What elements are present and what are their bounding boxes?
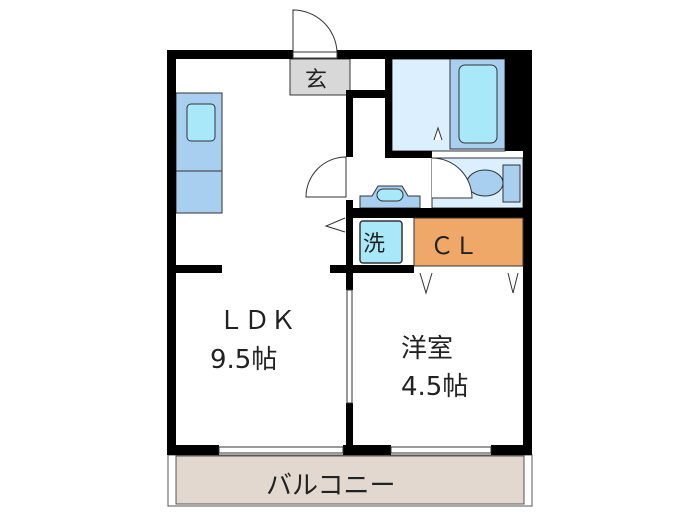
washbasin-bowl xyxy=(376,188,404,202)
entrance-area xyxy=(289,58,351,96)
walls xyxy=(167,50,532,455)
window-ldk xyxy=(218,446,344,454)
window-western xyxy=(390,446,492,454)
balcony-floor xyxy=(175,455,525,505)
kitchen-sink xyxy=(186,103,216,142)
closet xyxy=(413,217,524,267)
hall-door-swing xyxy=(305,156,347,198)
toilet-icon xyxy=(466,169,504,197)
sliding-door xyxy=(346,289,353,404)
entrance-door-frame xyxy=(292,51,338,59)
ldk-name: ＬＤＫ xyxy=(218,306,297,336)
laundry-space xyxy=(359,220,403,264)
bathtub-basin xyxy=(458,64,498,144)
balcony-label: バルコニー xyxy=(266,471,396,501)
toilet-door-swing xyxy=(431,157,473,199)
ldk-size: 9.5帖 xyxy=(210,345,278,375)
laundry-label: 洗 xyxy=(363,232,386,257)
toilet-tank xyxy=(502,164,521,203)
closet-label: ＣＬ xyxy=(430,232,478,260)
entrance-door-swing xyxy=(292,9,338,53)
wall-marker xyxy=(324,217,346,233)
western-room-name: 洋室 xyxy=(401,334,454,364)
entrance-label: 玄 xyxy=(305,68,328,93)
western-room-size: 4.5帖 xyxy=(401,372,469,402)
closet-door-markers xyxy=(419,126,519,295)
